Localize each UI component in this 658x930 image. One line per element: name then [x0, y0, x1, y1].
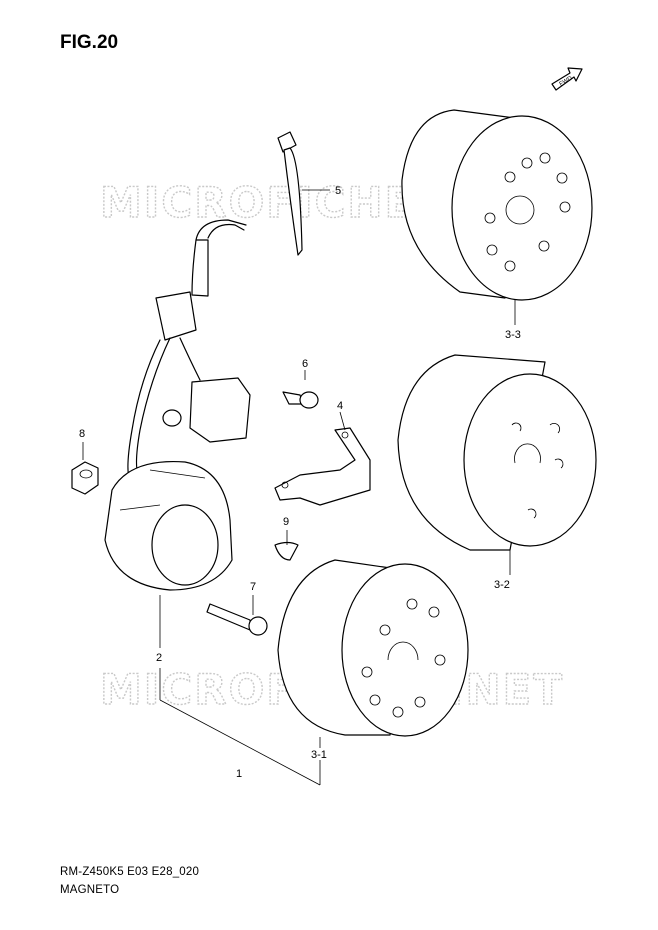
rotor-3-2 [397, 354, 597, 551]
callout-4: 4 [337, 400, 343, 412]
callout-3-2: 3-2 [494, 579, 510, 591]
cable-tie [277, 131, 303, 256]
callout-3-1: 3-1 [311, 749, 327, 761]
rotor-3-3 [401, 109, 593, 301]
rotor-3-1 [277, 559, 469, 737]
key-9 [274, 541, 299, 561]
callout-3-3: 3-3 [505, 329, 521, 341]
figure-title: FIG.20 [60, 32, 119, 53]
nut-8 [71, 461, 99, 495]
callout-8: 8 [79, 428, 85, 440]
screw-7 [206, 603, 268, 636]
callout-6: 6 [302, 358, 308, 370]
fwd-label: FWD [559, 75, 574, 87]
leader-lines [82, 189, 516, 786]
bracket-4 [274, 427, 371, 506]
bolt-6 [282, 391, 319, 409]
fwd-arrow-icon: FWD [551, 67, 583, 91]
callout-1: 1 [236, 768, 242, 780]
callout-5: 5 [335, 185, 341, 197]
callout-9: 9 [283, 516, 289, 528]
stator-assembly [104, 219, 251, 591]
callout-7: 7 [250, 581, 256, 593]
group-name: MAGNETO [60, 884, 120, 896]
model-code: RM-Z450K5 E03 E28_020 [60, 866, 200, 878]
callout-2: 2 [156, 652, 162, 664]
